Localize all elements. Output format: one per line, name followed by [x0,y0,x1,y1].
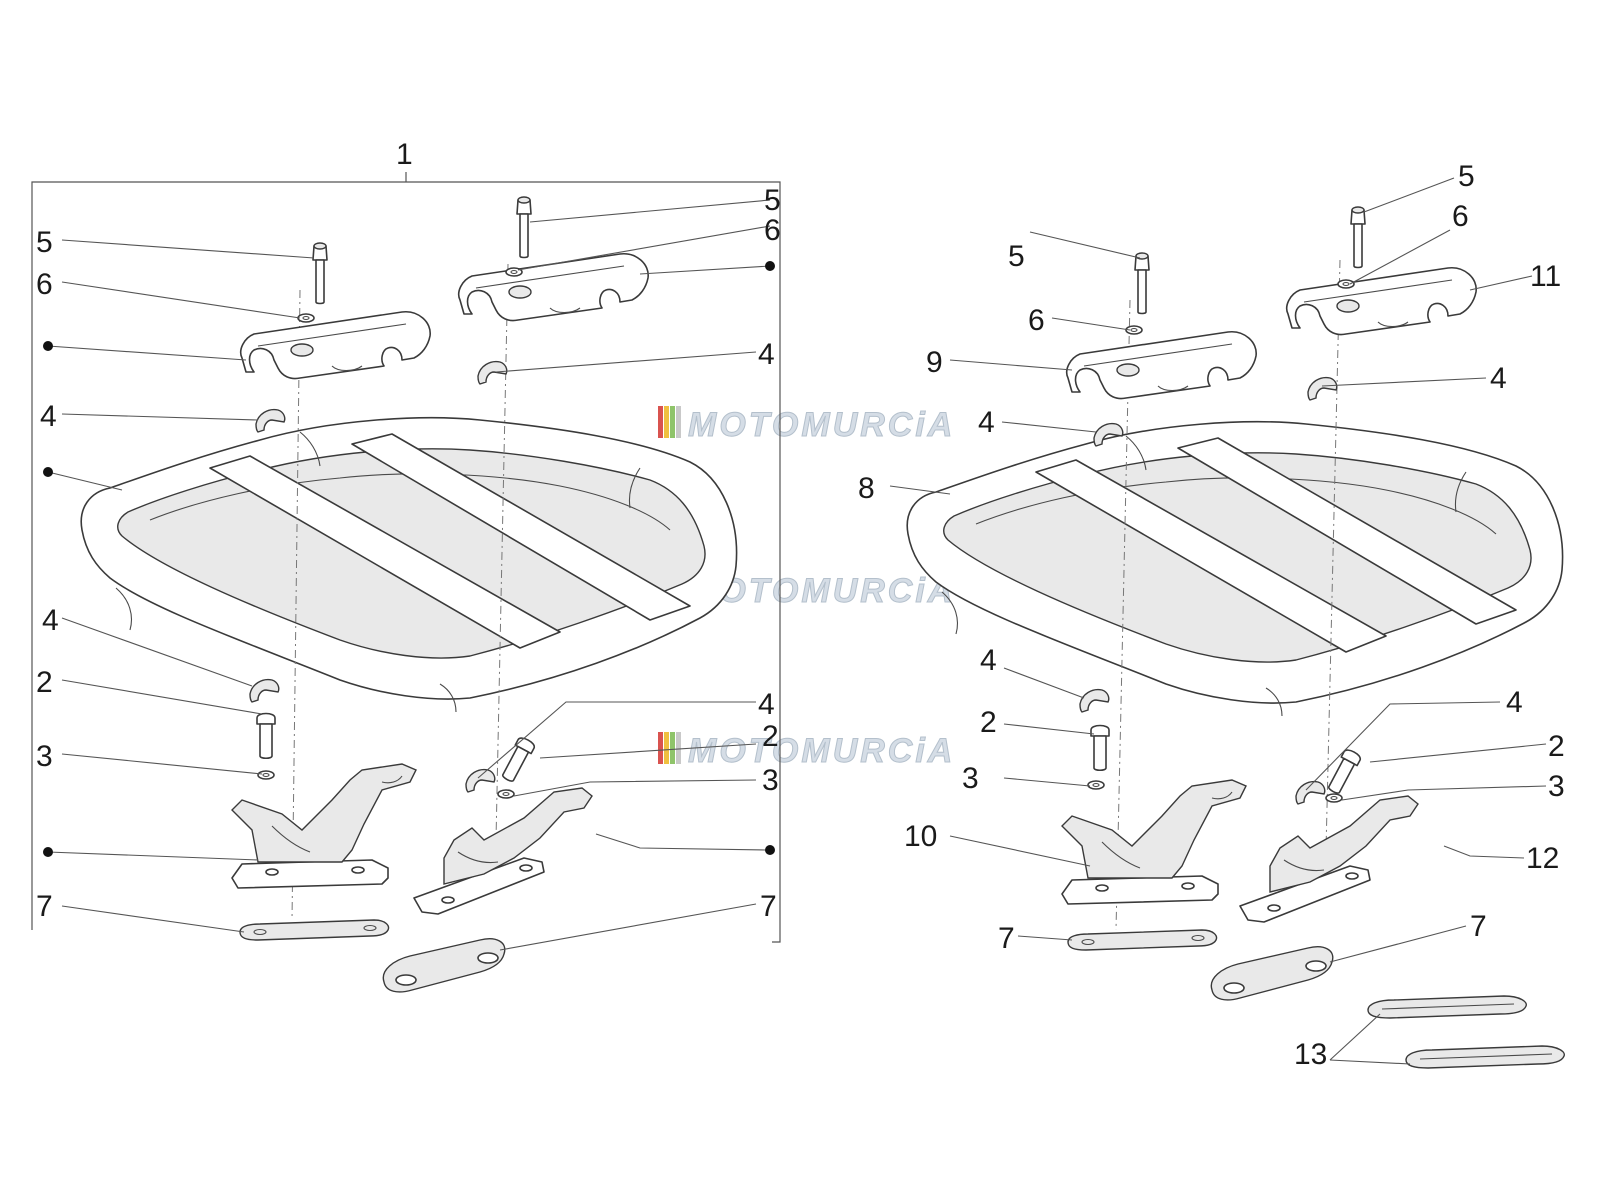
callout: 7 [760,890,777,923]
marker-dot [43,467,53,477]
marker-dot [765,845,775,855]
bolt-bottom-left [256,712,276,760]
group-bracket [31,181,781,943]
callout: 7 [1470,910,1487,943]
clamp-left [239,310,431,380]
callout: 4 [758,338,775,371]
callout: 7 [998,922,1015,955]
group-callout: 1 [396,138,413,171]
callout: 4 [42,604,59,637]
bolt-top-left [312,242,328,305]
svg-text:MOTOMURCiA: MOTOMURCiA [688,406,955,444]
bolt-bottom-left [1090,724,1110,772]
callout: 11 [1530,260,1561,293]
callout: 5 [1008,240,1025,273]
rubber-top-right [477,360,508,385]
callout: 2 [1548,730,1565,763]
callout: 4 [1490,362,1507,395]
bolt-top-right [516,196,532,259]
washer-bottom-left [1087,780,1105,790]
callout: 6 [1028,304,1045,337]
callout: 4 [758,688,775,721]
callout: 9 [926,346,943,379]
support-right [1239,795,1419,923]
callout: 12 [1526,842,1559,875]
callout: 3 [36,740,53,773]
callout: 4 [978,406,995,439]
left-assembly: 1 [31,138,781,993]
callout: 5 [764,184,781,217]
callout: 2 [762,720,779,753]
callout: 2 [36,666,53,699]
watermark-bottom: MOTOMURCiA [658,732,955,771]
callout: 6 [1452,200,1469,233]
washer-bottom-right [497,789,515,799]
callout: 4 [1506,686,1523,719]
bolt-top-left [1134,252,1150,315]
callout: 13 [1294,1038,1327,1071]
callout: 5 [36,226,53,259]
bolt-bottom-right [1324,747,1363,797]
marker-dot [765,261,775,271]
callout: 2 [980,706,997,739]
marker-dot [43,847,53,857]
callout: 3 [1548,770,1565,803]
washer-bottom-right [1325,793,1343,803]
pad-upper [1367,995,1528,1019]
washer-top-right [1337,279,1355,289]
gasket-left [1067,929,1218,951]
callout: 6 [764,214,781,247]
clamp-left [1065,330,1257,400]
callout: 6 [36,268,53,301]
bolt-bottom-right [498,735,537,785]
washer-bottom-left [257,770,275,780]
support-right [413,787,593,915]
watermark-top: MOTOMURCiA [658,406,955,445]
rubber-top-right [1307,376,1338,401]
rubber-top-left [255,408,286,433]
rack-frame-right [906,420,1564,717]
clamp-right [1285,266,1477,336]
support-left [1061,779,1247,905]
washer-top-left [297,313,315,323]
support-left [231,763,417,889]
svg-text:MOTOMURCiA: MOTOMURCiA [688,732,955,770]
rubber-bottom-left [1079,688,1110,713]
right-assembly: 5 6 9 4 8 5 6 11 4 4 2 3 10 7 4 2 3 12 7… [858,160,1566,1071]
marker-dot [43,341,53,351]
callout: 4 [40,400,57,433]
gasket-right [1210,945,1334,1001]
rubber-bottom-left [249,678,280,703]
callout: 4 [980,644,997,677]
gasket-left [239,919,390,941]
rubber-bottom-right [465,768,496,793]
callout: 8 [858,472,875,505]
callout: 7 [36,890,53,923]
pad-lower [1405,1045,1566,1069]
callout: 3 [962,762,979,795]
rack-frame-left [80,416,738,713]
gasket-right [382,937,506,993]
callout: 3 [762,764,779,797]
bolt-top-right [1350,206,1366,269]
callout: 10 [904,820,937,853]
callout: 5 [1458,160,1475,193]
